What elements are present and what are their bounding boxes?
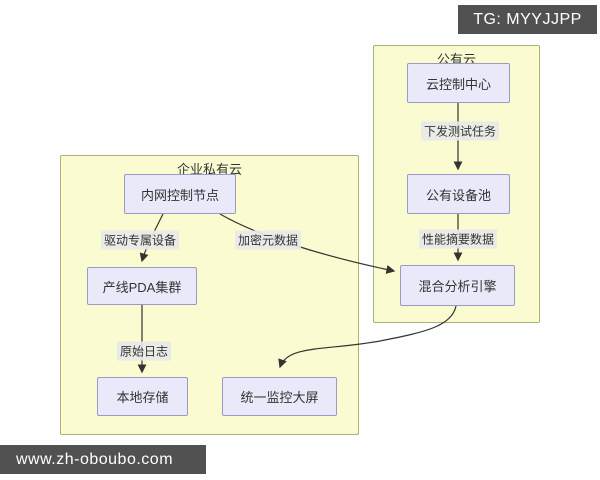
- node-device-pool: 公有设备池: [407, 174, 510, 214]
- node-cloud-control: 云控制中心: [407, 63, 510, 103]
- edge-label-raw-logs: 原始日志: [116, 341, 172, 361]
- node-hybrid-engine: 混合分析引擎: [400, 265, 515, 306]
- edge-label-perf-summary: 性能摘要数据: [418, 229, 498, 249]
- private-cloud-title: 企业私有云: [176, 162, 242, 177]
- node-label: 产线PDA集群: [102, 279, 182, 295]
- node-intranet-control: 内网控制节点: [124, 174, 236, 214]
- node-label: 统一监控大屏: [240, 390, 319, 405]
- node-label: 本地存储: [116, 390, 169, 405]
- edge-label-dispatch-tasks: 下发测试任务: [420, 121, 500, 141]
- tg-badge: TG: MYYJJPP: [458, 5, 597, 34]
- node-label: 云控制中心: [425, 76, 491, 92]
- edge-label-drive-devices: 驱动专属设备: [100, 230, 180, 250]
- node-label: 公有设备池: [425, 187, 491, 203]
- node-pda-cluster: 产线PDA集群: [87, 267, 197, 305]
- node-monitor-screen: 统一监控大屏: [222, 377, 337, 416]
- node-label: 混合分析引擎: [418, 279, 497, 294]
- node-label: 内网控制节点: [140, 187, 219, 203]
- site-watermark: www.zh-oboubo.com: [0, 445, 206, 474]
- edge-label-encrypted-metadata: 加密元数据: [234, 230, 302, 250]
- node-local-storage: 本地存储: [97, 377, 188, 416]
